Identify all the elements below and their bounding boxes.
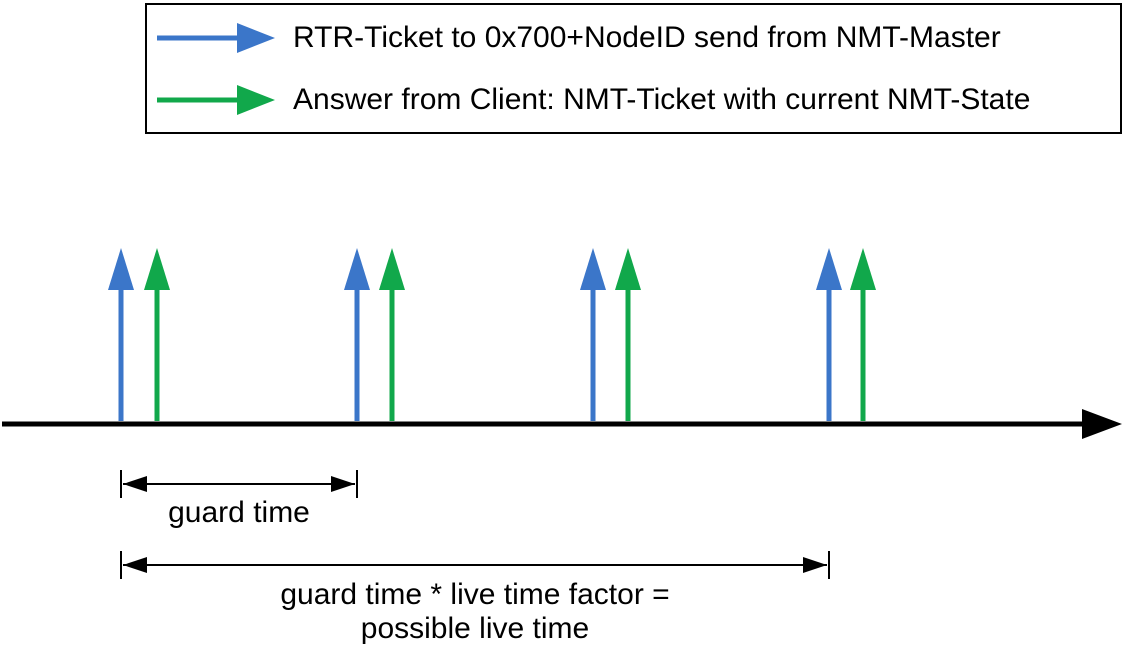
live-time-label-line2: possible live time — [360, 612, 590, 645]
legend-item-client-answer: Answer from Client: NMT-Ticket with curr… — [147, 69, 1120, 131]
event-3-blue-arrowhead-icon — [580, 248, 606, 290]
green-arrow-right-icon — [157, 84, 275, 115]
live-time-left-arrowhead-icon — [123, 557, 147, 573]
event-1-blue-arrowhead-icon — [108, 248, 134, 290]
event-2-blue-arrowhead-icon — [344, 248, 370, 290]
live-time-label: guard time * live time factor = possible… — [280, 578, 669, 646]
guard-time-label: guard time — [168, 496, 310, 529]
event-2-green-arrowhead-icon — [379, 248, 405, 290]
legend-label-rtr-ticket: RTR-Ticket to 0x700+NodeID send from NMT… — [293, 20, 1001, 54]
legend-label-client-answer: Answer from Client: NMT-Ticket with curr… — [293, 82, 1031, 116]
event-3-green-arrowhead-icon — [615, 248, 641, 290]
live-time-right-arrowhead-icon — [803, 557, 827, 573]
guard-time-left-arrowhead-icon — [123, 476, 147, 492]
timeline-arrowhead-icon — [1082, 409, 1122, 439]
event-1-green-arrowhead-icon — [144, 248, 170, 290]
legend-item-rtr-ticket: RTR-Ticket to 0x700+NodeID send from NMT… — [147, 7, 1120, 69]
legend-box: RTR-Ticket to 0x700+NodeID send from NMT… — [145, 3, 1122, 134]
blue-arrow-right-icon — [157, 22, 275, 53]
event-4-blue-arrowhead-icon — [816, 248, 842, 290]
event-4-green-arrowhead-icon — [850, 248, 876, 290]
guard-time-right-arrowhead-icon — [331, 476, 355, 492]
live-time-label-line1: guard time * live time factor = — [280, 578, 670, 611]
